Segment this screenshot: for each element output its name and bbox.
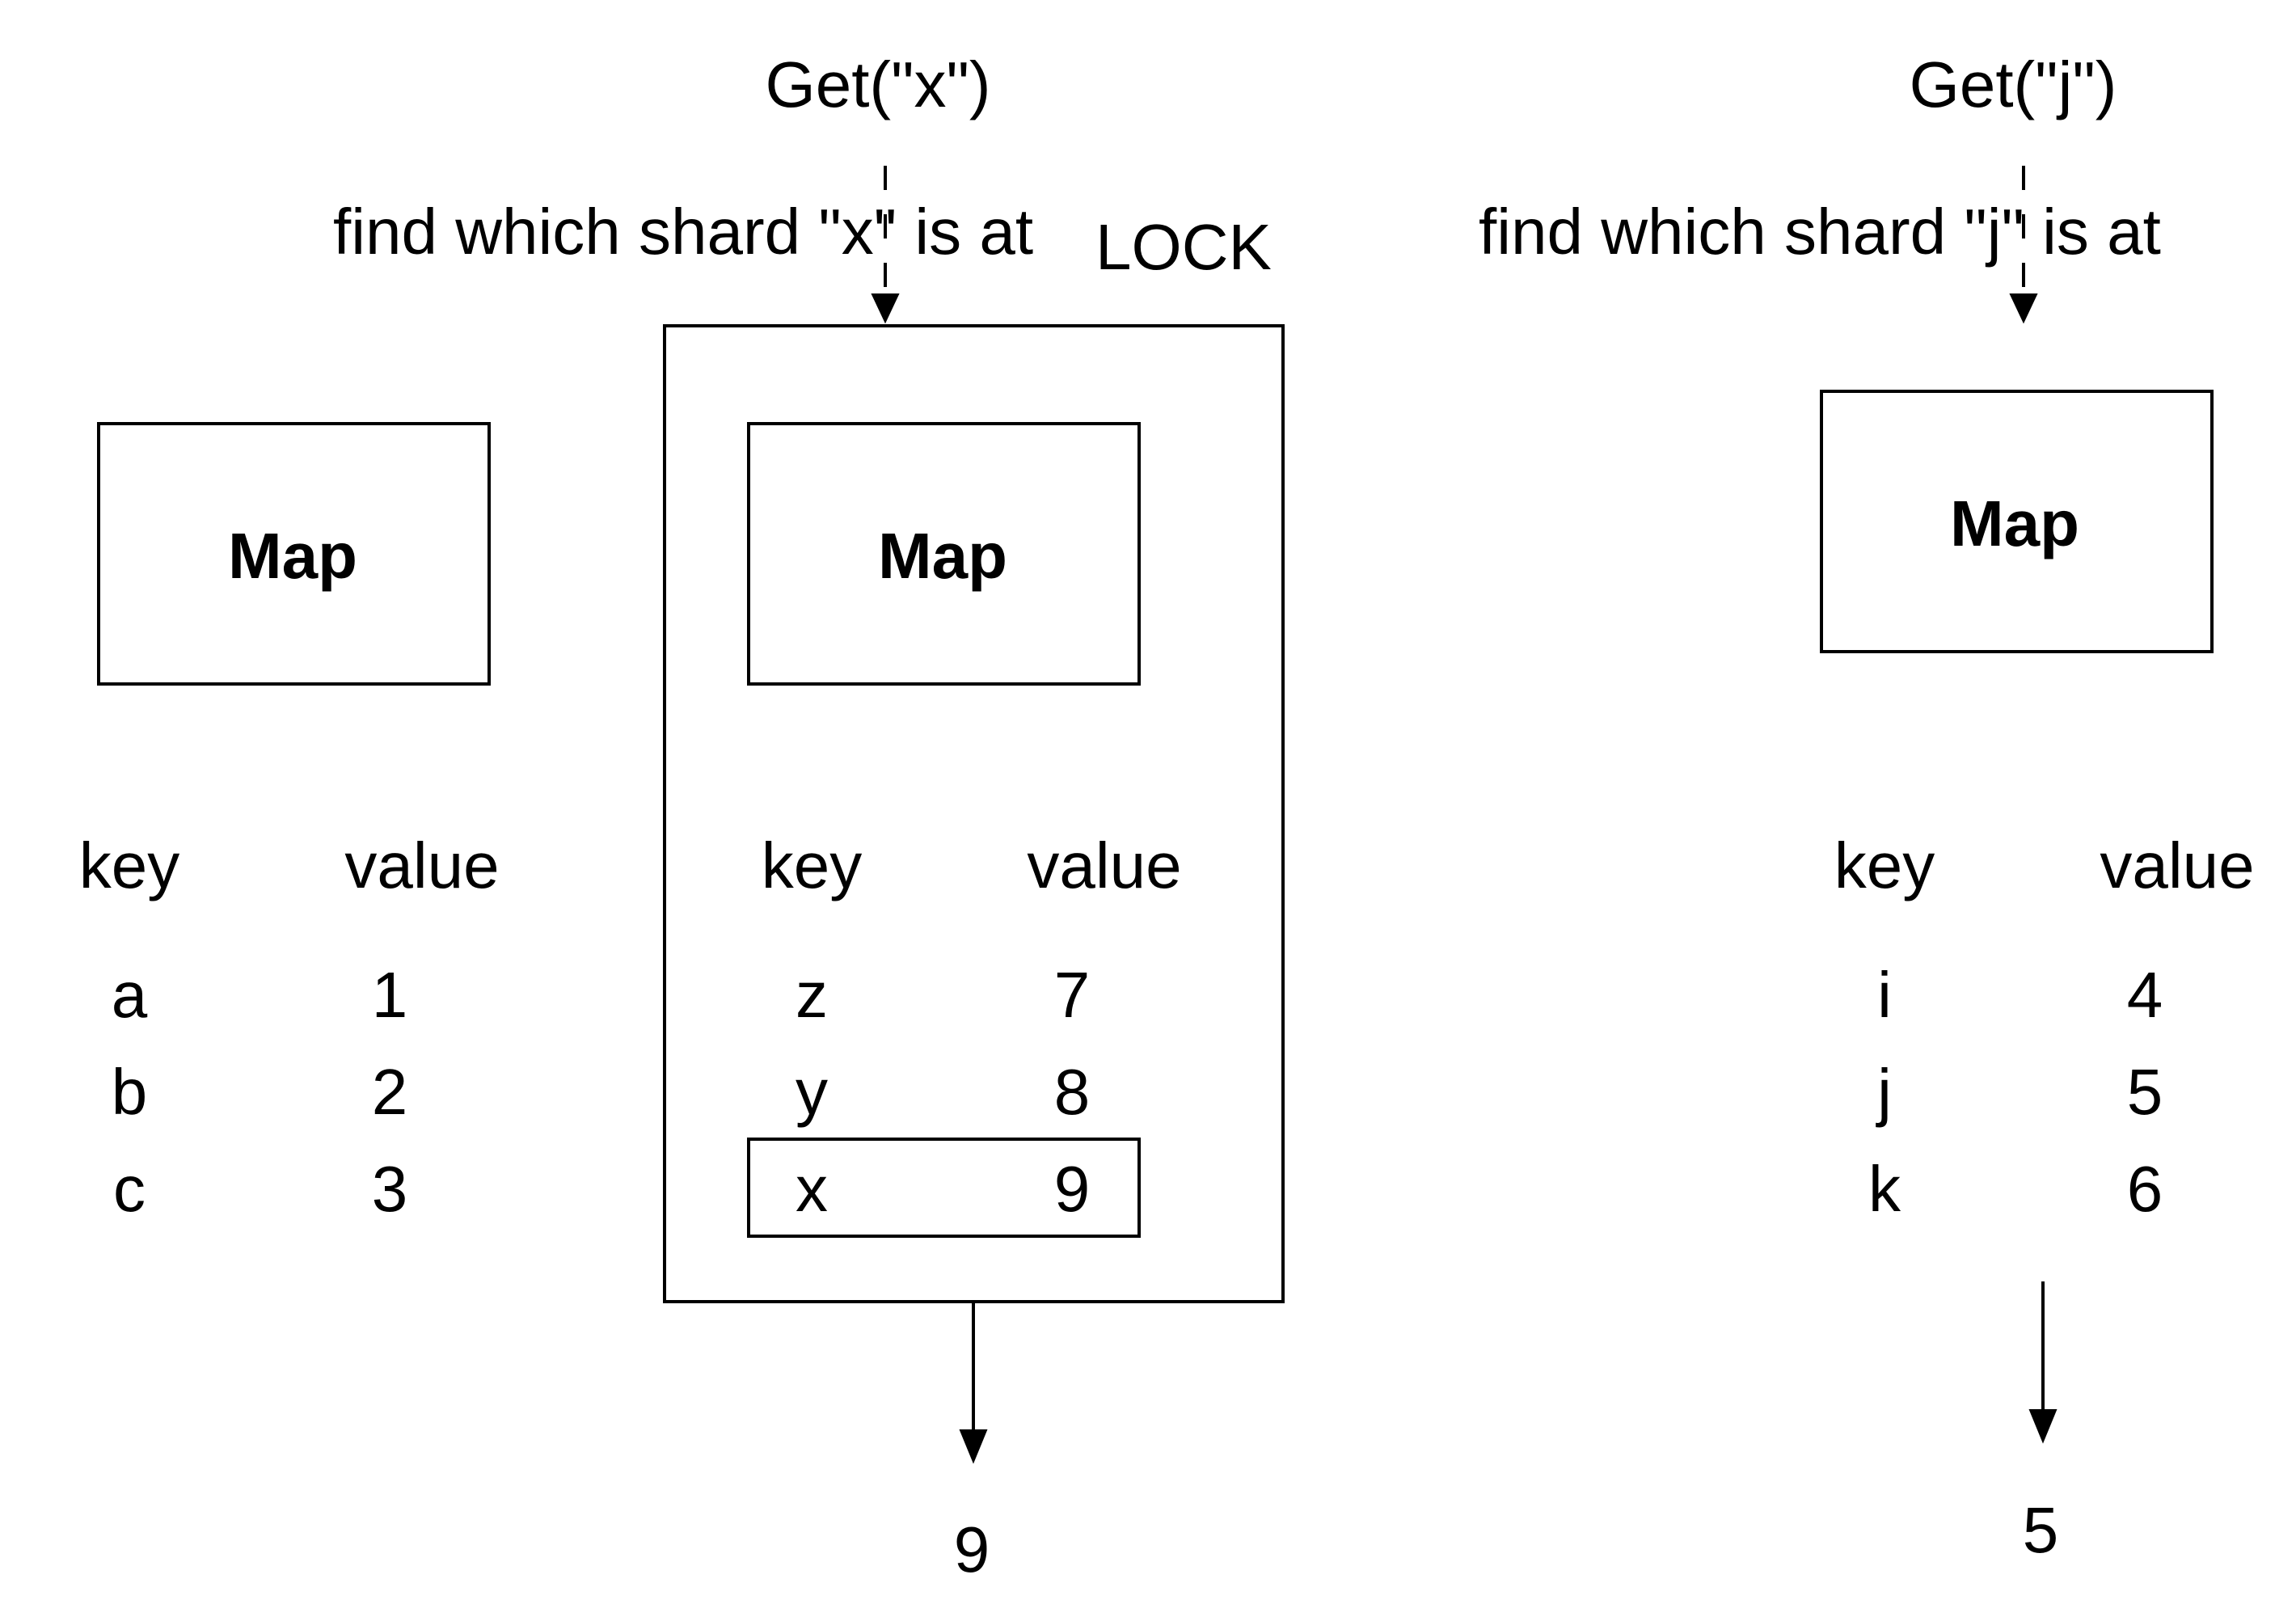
shard-1-row-1-value: 1	[372, 959, 408, 1031]
result-j-arrowhead	[2028, 1409, 2058, 1444]
shard-2-map-box	[747, 422, 1141, 686]
shard-3-row-2-value: 5	[2127, 1056, 2163, 1128]
shard-2-key-header: key	[762, 829, 863, 901]
shard-2-row-3-key: x	[796, 1153, 828, 1225]
shard-2-highlighted-row-box	[747, 1138, 1141, 1238]
shard-1-map-title: Map	[228, 520, 357, 592]
shard-1-row-2-value: 2	[372, 1056, 408, 1128]
shard-2-value-header: value	[1027, 829, 1181, 901]
shard-3-row-2-key: j	[1876, 1056, 1892, 1128]
shard-3-key-header: key	[1834, 829, 1935, 901]
shard-3-row-1-value: 4	[2127, 959, 2163, 1031]
result-x-arrowhead	[959, 1429, 988, 1464]
shard-1-value-header: value	[344, 829, 499, 901]
get-j-arrowhead	[2009, 293, 2038, 324]
get-x-call: Get("x")	[765, 49, 990, 120]
shard-1-key-header: key	[79, 829, 180, 901]
shard-2-map-title: Map	[878, 520, 1007, 592]
shard-3-map-box	[1820, 390, 2214, 653]
find-shard-x-label: find which shard "x" is at	[333, 196, 1033, 268]
result-x-value: 9	[954, 1513, 990, 1585]
shard-1-row-3-value: 3	[372, 1153, 408, 1225]
result-j-value: 5	[2023, 1494, 2059, 1566]
shard-3-value-header: value	[2100, 829, 2254, 901]
shard-3-row-1-key: i	[1877, 959, 1892, 1031]
get-x-arrowhead	[871, 293, 900, 324]
shard-2-row-2-value: 8	[1054, 1056, 1091, 1128]
shard-1-row-3-key: c	[113, 1153, 146, 1225]
shard-1-row-2-key: b	[112, 1056, 148, 1128]
shard-1-map-box	[97, 422, 491, 686]
shard-3-map-title: Map	[1950, 488, 2079, 559]
find-shard-j-label: find which shard "j" is at	[1479, 196, 2161, 268]
shard-3-row-3-key: k	[1868, 1153, 1901, 1225]
shard-1-row-1-key: a	[112, 959, 148, 1031]
lock-boundary	[663, 324, 1285, 1303]
lock-label: LOCK	[1095, 211, 1272, 283]
shard-2-row-1-key: z	[796, 959, 828, 1031]
shard-2-row-2-key: y	[796, 1056, 828, 1128]
get-j-call: Get("j")	[1910, 49, 2117, 120]
shard-3-row-3-value: 6	[2127, 1153, 2163, 1225]
shard-2-row-3-value: 9	[1054, 1153, 1091, 1225]
shard-2-row-1-value: 7	[1054, 959, 1091, 1031]
